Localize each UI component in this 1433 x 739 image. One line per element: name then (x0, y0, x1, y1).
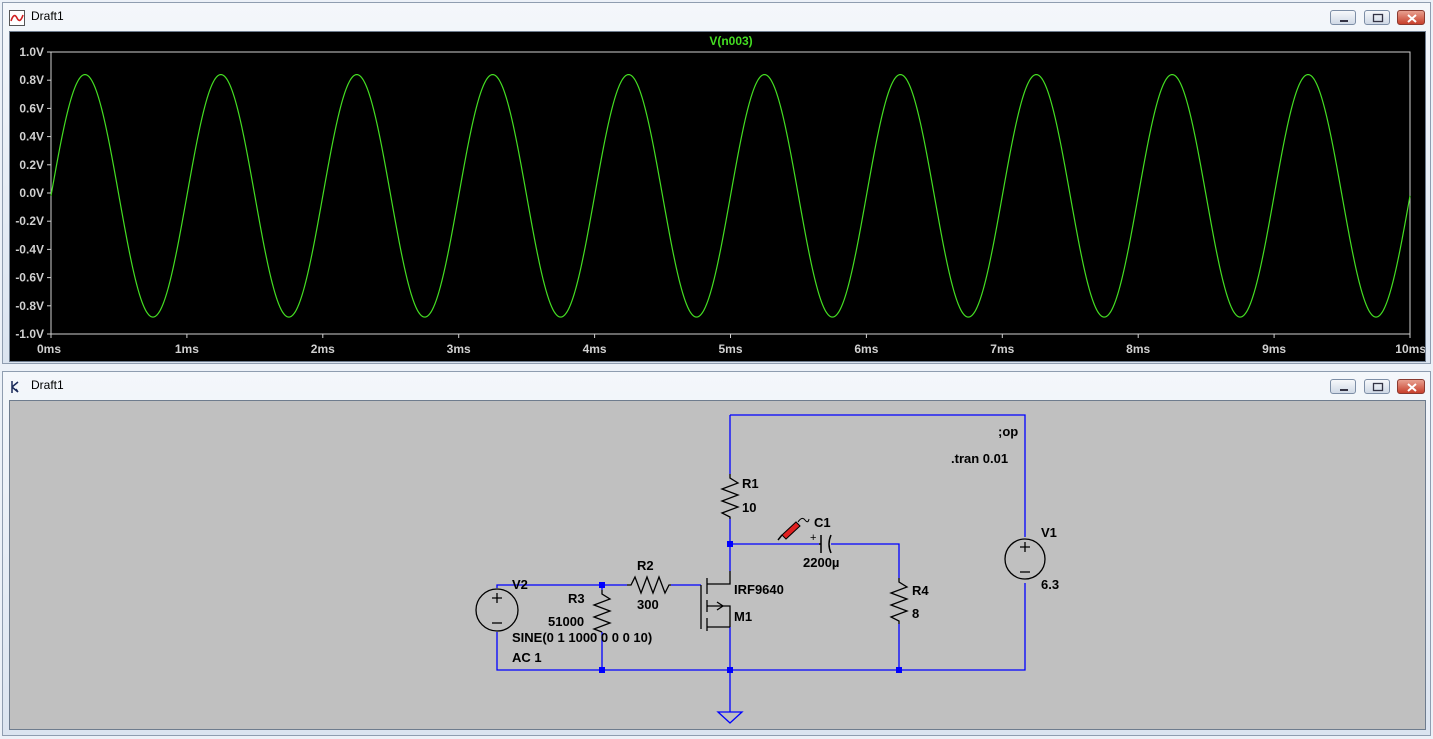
trace-label[interactable]: V(n003) (709, 34, 752, 48)
v1-value: 6.3 (1041, 577, 1059, 592)
waveform-icon (9, 10, 25, 26)
r3-value: 51000 (548, 614, 584, 629)
minimize-button[interactable] (1330, 10, 1356, 25)
voltage-probe-icon (777, 517, 810, 541)
x-tick-label: 0ms (37, 342, 61, 356)
resistor-r3[interactable] (592, 590, 612, 633)
v2-name: V2 (512, 577, 528, 592)
y-tick-label: 0.4V (19, 130, 44, 144)
op-directive[interactable]: ;op (998, 424, 1018, 439)
plot-window-titlebar[interactable]: Draft1 (3, 3, 1430, 31)
x-axis: 0ms 1ms 2ms 3ms 4ms 5ms 6ms 7ms 8ms 9ms 10ms (37, 334, 1426, 356)
waveform-plot[interactable]: V(n003) 1.0V 0.8V 0.6V 0.4V 0.2V 0.0V -0.2V -0.… (10, 32, 1426, 361)
y-tick-label: -0.2V (15, 214, 44, 228)
m1-model: IRF9640 (734, 582, 784, 597)
maximize-button[interactable] (1364, 10, 1390, 25)
x-tick-label: 7ms (990, 342, 1014, 356)
y-tick-label: -1.0V (15, 327, 44, 341)
maximize-icon (1372, 382, 1384, 392)
tran-directive[interactable]: .tran 0.01 (951, 451, 1008, 466)
y-tick-label: -0.4V (15, 242, 44, 256)
r2-value: 300 (637, 597, 659, 612)
minimize-button[interactable] (1330, 379, 1356, 394)
x-tick-label: 1ms (175, 342, 199, 356)
plot-window-title: Draft1 (31, 9, 64, 23)
junction-dots (599, 541, 902, 673)
voltage-source-v1[interactable] (1004, 538, 1046, 580)
x-tick-label: 6ms (854, 342, 878, 356)
schematic-window-titlebar[interactable]: Draft1 (3, 372, 1430, 400)
y-tick-label: 0.0V (19, 186, 44, 200)
close-icon (1407, 383, 1417, 392)
mosfet-m1[interactable] (700, 571, 731, 631)
voltage-source-v2[interactable] (475, 588, 519, 632)
maximize-icon (1372, 13, 1384, 23)
m1-name: M1 (734, 609, 752, 624)
resistor-r1[interactable] (720, 474, 740, 519)
x-tick-label: 10ms (1395, 342, 1425, 356)
maximize-button[interactable] (1364, 379, 1390, 394)
y-tick-label: 1.0V (19, 45, 44, 59)
minimize-icon (1340, 20, 1348, 22)
resistor-r2[interactable] (627, 575, 671, 595)
wires (496, 414, 1026, 712)
y-tick-label: 0.2V (19, 158, 44, 172)
schematic-drawing[interactable]: R1 10 R2 300 R3 51000 R4 8 (10, 401, 1425, 729)
x-tick-label: 4ms (583, 342, 607, 356)
schematic-icon (11, 381, 19, 393)
v2-value: SINE(0 1 1000 0 0 0 10) (512, 630, 652, 645)
capacitor-c1[interactable] (819, 534, 832, 554)
close-icon (1407, 14, 1417, 23)
minimize-icon (1340, 389, 1348, 391)
r3-name: R3 (568, 591, 585, 606)
c1-polarity: + (810, 532, 816, 544)
schematic-canvas[interactable]: R1 10 R2 300 R3 51000 R4 8 (9, 400, 1426, 730)
x-tick-label: 8ms (1126, 342, 1150, 356)
x-tick-label: 5ms (718, 342, 742, 356)
y-tick-label: -0.6V (15, 271, 44, 285)
plot-window: Draft1 V(n003) 1.0V 0.8V 0.6V 0.4V 0.2V 0.0V -… (2, 2, 1431, 364)
schematic-window-title: Draft1 (31, 378, 64, 392)
c1-name: C1 (814, 515, 831, 530)
x-tick-label: 2ms (311, 342, 335, 356)
plot-area[interactable]: V(n003) 1.0V 0.8V 0.6V 0.4V 0.2V 0.0V -0.2V -0.… (9, 31, 1426, 362)
y-tick-label: 0.8V (19, 73, 44, 87)
y-tick-label: 0.6V (19, 101, 44, 115)
ground-symbol[interactable] (716, 711, 744, 724)
trace-line[interactable] (50, 73, 1411, 318)
x-tick-label: 3ms (447, 342, 471, 356)
close-button[interactable] (1397, 379, 1425, 394)
x-tick-label: 9ms (1262, 342, 1286, 356)
v2-ac: AC 1 (512, 650, 542, 665)
r4-value: 8 (912, 606, 919, 621)
y-tick-label: -0.8V (15, 299, 44, 313)
r4-name: R4 (912, 583, 929, 598)
r1-value: 10 (742, 500, 756, 515)
y-axis: 1.0V 0.8V 0.6V 0.4V 0.2V 0.0V -0.2V -0.4V -0.6V -… (15, 45, 51, 341)
v1-name: V1 (1041, 525, 1057, 540)
r1-name: R1 (742, 476, 759, 491)
r2-name: R2 (637, 558, 654, 573)
c1-value: 2200µ (803, 555, 839, 570)
resistor-r4[interactable] (889, 578, 909, 624)
schematic-window: Draft1 (2, 371, 1431, 736)
close-button[interactable] (1397, 10, 1425, 25)
